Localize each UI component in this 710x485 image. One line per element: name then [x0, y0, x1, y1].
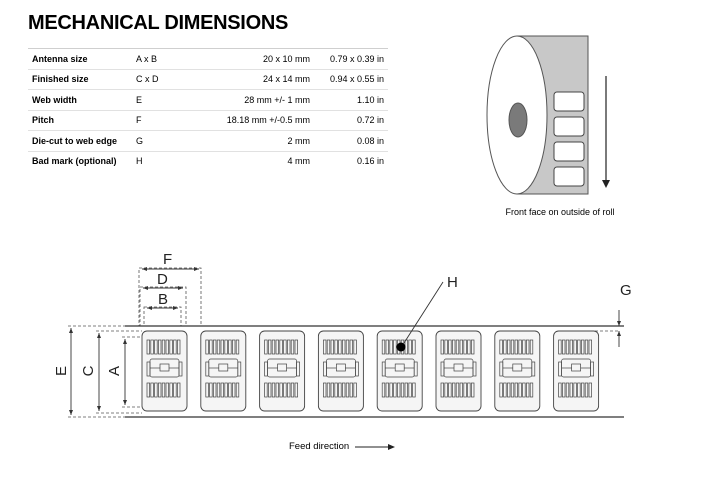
rfid-label	[494, 330, 541, 412]
rfid-label	[553, 330, 600, 412]
dimension-symbol: E	[132, 89, 176, 110]
dimension-symbol: C x D	[132, 68, 176, 90]
unwind-arrow-head	[602, 180, 610, 188]
dimension-symbol: F	[132, 109, 176, 131]
antenna-pattern	[499, 339, 536, 398]
dimension-imperial: 0.79 x 0.39 in	[314, 48, 388, 69]
dimension-name: Finished size	[28, 68, 132, 90]
roll-label-3	[553, 141, 585, 162]
dimension-label-f: F	[163, 251, 172, 268]
antenna-pattern	[146, 339, 183, 398]
dimension-label-c: C	[80, 365, 97, 376]
dimension-metric: 28 mm +/- 1 mm	[176, 89, 314, 110]
feed-direction-label: Feed direction	[289, 441, 350, 452]
dimension-imperial: 0.94 x 0.55 in	[314, 68, 388, 90]
dimension-imperial: 0.08 in	[314, 130, 388, 151]
antenna-pattern	[264, 339, 300, 398]
dimension-label-h: H	[447, 274, 458, 291]
dimension-f-frame	[138, 267, 202, 327]
dimension-label-g: G	[620, 282, 632, 299]
roll-core	[508, 102, 528, 138]
dimension-label-d: D	[157, 271, 168, 288]
dimension-name: Pitch	[28, 109, 132, 131]
label-strip-diagram: F D B H G E C A	[53, 251, 632, 418]
feed-arrow-icon	[355, 443, 396, 450]
antenna-pattern	[205, 339, 242, 398]
rfid-label	[200, 330, 247, 412]
dimension-imperial: 0.72 in	[314, 109, 388, 131]
dimension-label-e: E	[53, 366, 70, 376]
rfid-label	[435, 330, 482, 412]
dimension-b-frame	[143, 306, 182, 327]
dimension-imperial: 0.16 in	[314, 150, 388, 171]
dimension-symbol: A x B	[132, 48, 176, 69]
rfid-label	[259, 330, 306, 412]
feed-direction: Feed direction	[289, 441, 396, 452]
dimension-label-a: A	[106, 366, 123, 376]
dimension-imperial: 1.10 in	[314, 89, 388, 110]
dimension-symbol: H	[132, 150, 176, 171]
rfid-label	[376, 330, 423, 412]
bad-mark-dot	[396, 342, 406, 352]
dimension-name: Antenna size	[28, 48, 132, 69]
roll-label-2	[553, 116, 585, 137]
roll-illustration	[486, 35, 610, 195]
antenna-pattern	[558, 339, 594, 398]
roll-caption: Front face on outside of roll	[505, 207, 615, 217]
dimension-name: Bad mark (optional)	[28, 150, 132, 171]
dimension-metric: 4 mm	[176, 150, 314, 171]
dimension-metric: 24 x 14 mm	[176, 68, 314, 90]
dimension-name: Web width	[28, 89, 132, 110]
rfid-label	[317, 330, 364, 412]
dimension-metric: 18.18 mm +/-0.5 mm	[176, 109, 314, 131]
rfid-label	[141, 330, 188, 412]
label-row	[141, 330, 600, 412]
dimension-label-b: B	[158, 291, 168, 308]
roll-label-1	[553, 91, 585, 112]
roll-label-4	[553, 166, 585, 187]
dimension-metric: 2 mm	[176, 130, 314, 151]
dimension-metric: 20 x 10 mm	[176, 48, 314, 69]
antenna-pattern	[323, 339, 359, 398]
dimension-name: Die-cut to web edge	[28, 130, 132, 151]
antenna-pattern	[440, 339, 477, 398]
page-title: MECHANICAL DIMENSIONS	[28, 12, 289, 34]
bad-mark-leader	[403, 281, 444, 344]
dimension-symbol: G	[132, 130, 176, 151]
